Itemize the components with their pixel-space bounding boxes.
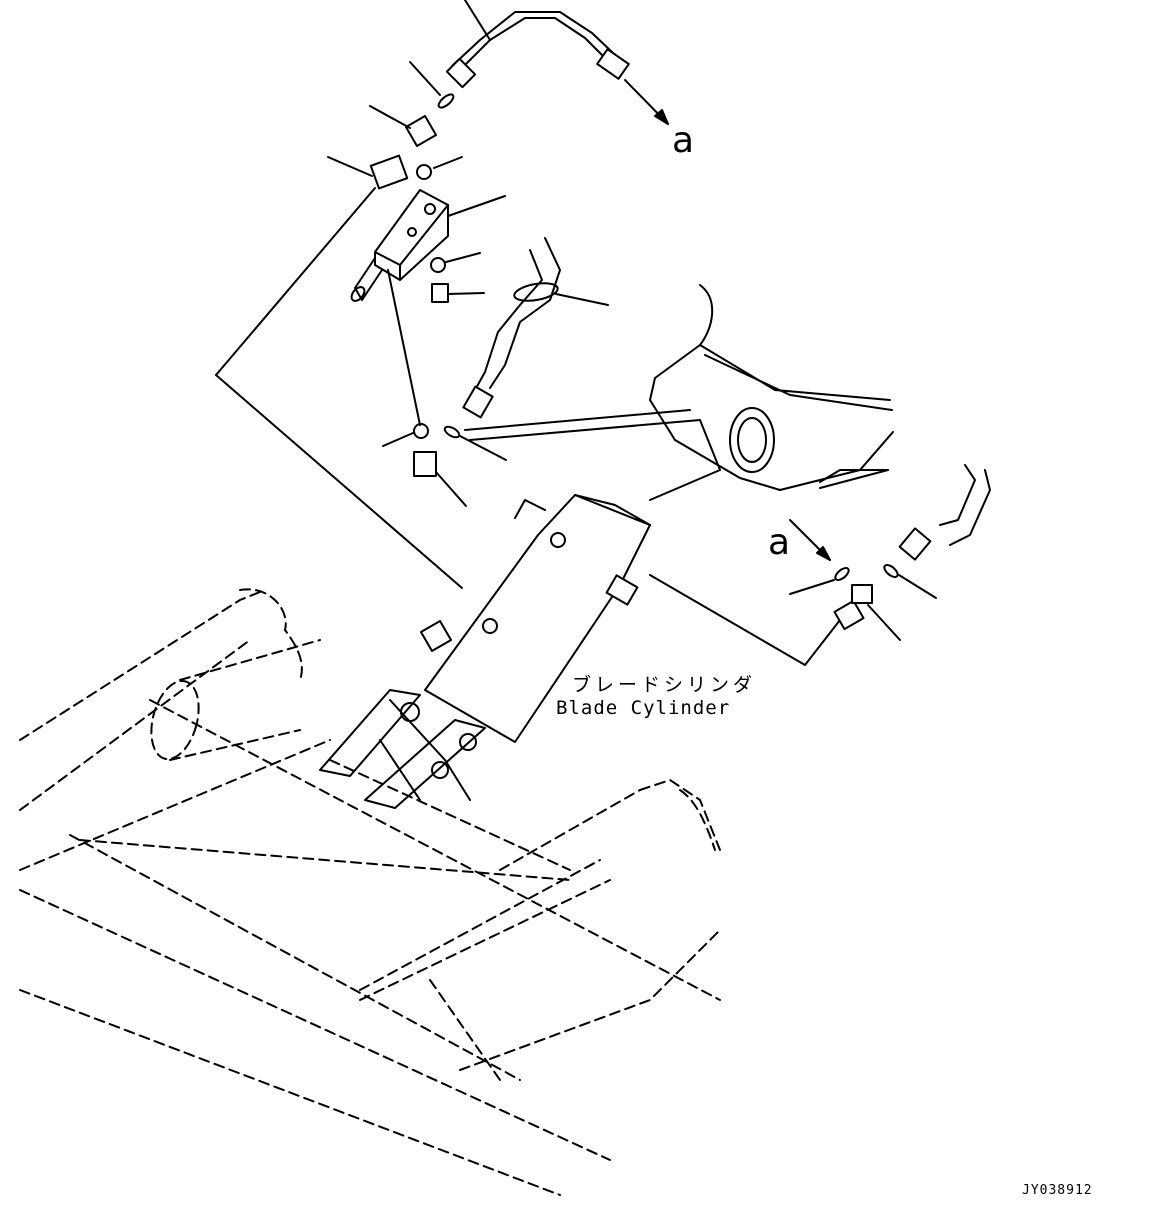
hose [462,237,609,419]
roller [150,639,321,761]
track-frame [19,589,721,1196]
part-label-en: Blade Cylinder [556,697,731,719]
callout-a-right: a [768,522,791,563]
callout-a-top: a [672,120,695,161]
plug-bolt [431,283,485,303]
boom-frame [649,284,894,491]
o-ring-mid [443,425,507,461]
blade-cylinder [419,409,721,743]
adapter-fitting [327,154,409,190]
o-ring-top [409,61,455,109]
assembly-line-4 [649,574,841,666]
ball-plug-3 [382,423,429,447]
assembly-line-1 [387,269,421,426]
ball-plug [416,156,463,180]
mount-bracket [319,689,486,809]
straight-fitting [413,451,467,507]
valve-block [350,189,506,302]
assembly-line-2 [215,187,376,376]
figure-code: JY038912 [1022,1183,1093,1198]
leader-arrow-a-right [789,519,831,561]
elbow-fitting [369,105,438,148]
o-ring-right-1 [789,567,850,595]
hydraulic-tube [445,0,630,89]
tee-fitting-right [833,584,901,641]
o-ring-right-2 [883,564,937,599]
hose-right [898,464,991,561]
leader-arrow-a-top [624,79,669,125]
assembly-line-3 [215,374,463,589]
part-label-jp: ブレードシリンダ [572,674,757,696]
blade-edge [239,588,716,851]
ball-plug-2 [430,252,481,273]
